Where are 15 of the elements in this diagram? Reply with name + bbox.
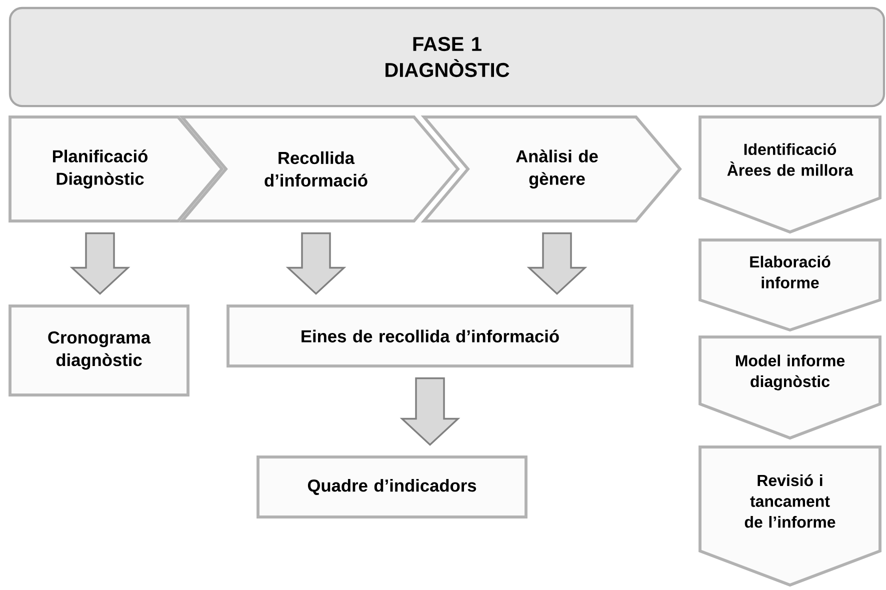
chevron-step: Planificació Diagnòstic bbox=[8, 116, 224, 222]
chevron-step: Anàlisi de gènere bbox=[420, 116, 682, 222]
pentagon-step: Model informe diagnòstic bbox=[698, 336, 882, 440]
pentagon-step: Identificació Àrees de millora bbox=[698, 116, 882, 234]
process-box: Cronograma diagnòstic bbox=[8, 304, 190, 396]
process-box: Quadre d’indicadors bbox=[256, 456, 528, 518]
block-arrow bbox=[526, 232, 588, 295]
block-arrow bbox=[286, 232, 346, 295]
block-arrow bbox=[400, 377, 460, 446]
pentagon-step: Revisió i tancament de l’informe bbox=[698, 446, 882, 587]
chevron-step: Recollida d’informació bbox=[178, 116, 460, 222]
pentagon-step: Elaboració informe bbox=[698, 238, 882, 332]
process-box: Eines de recollida d’informació bbox=[226, 304, 634, 368]
title-banner: FASE 1 DIAGNÒSTIC bbox=[8, 6, 886, 108]
block-arrow bbox=[70, 232, 130, 295]
